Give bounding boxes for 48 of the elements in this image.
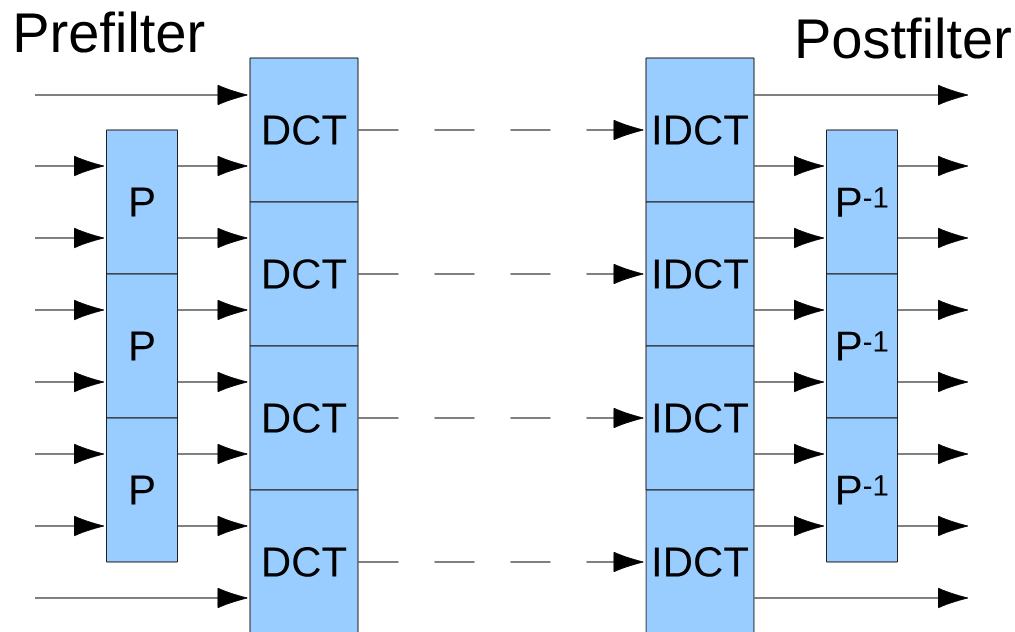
process-box: IDCT (645, 57, 755, 203)
arrow (177, 443, 248, 465)
arrow (754, 515, 825, 537)
arrow (754, 299, 825, 321)
process-box: DCT (249, 201, 359, 347)
process-box: P$^{-1}$ (826, 273, 898, 419)
heading: Postfilter (798, 17, 1011, 59)
arrow (34, 443, 105, 465)
process-box: P (106, 417, 178, 563)
arrow (897, 227, 969, 249)
arrow (34, 299, 105, 321)
arrow (177, 299, 248, 321)
dashed-arrow (358, 407, 644, 429)
arrow (897, 443, 969, 465)
arrow (177, 371, 248, 393)
arrow (34, 84, 248, 106)
process-box: DCT (249, 57, 359, 203)
arrow (177, 227, 248, 249)
arrow (897, 155, 969, 177)
arrow (177, 155, 248, 177)
arrow (754, 587, 969, 609)
arrow (897, 371, 969, 393)
process-box: P$^{-1}$ (826, 417, 898, 563)
heading: Prefilter (16, 11, 205, 53)
process-box: IDCT (645, 489, 755, 632)
arrow (897, 515, 969, 537)
process-box: IDCT (645, 201, 755, 347)
process-box: P (106, 273, 178, 419)
process-box: P (106, 129, 178, 275)
process-box: P$^{-1}$ (826, 129, 898, 275)
arrow (754, 227, 825, 249)
process-box: DCT (249, 489, 359, 632)
dashed-arrow (358, 119, 644, 141)
arrow (754, 84, 969, 106)
arrow (34, 227, 105, 249)
arrow (754, 371, 825, 393)
arrow (34, 155, 105, 177)
arrow (897, 299, 969, 321)
dashed-arrow (358, 551, 644, 573)
arrow (754, 155, 825, 177)
arrow (34, 515, 105, 537)
arrow (177, 515, 248, 537)
arrow (754, 443, 825, 465)
arrow (34, 371, 105, 393)
process-box: DCT (249, 345, 359, 491)
dashed-arrow (358, 263, 644, 285)
arrow (34, 587, 248, 609)
process-box: IDCT (645, 345, 755, 491)
